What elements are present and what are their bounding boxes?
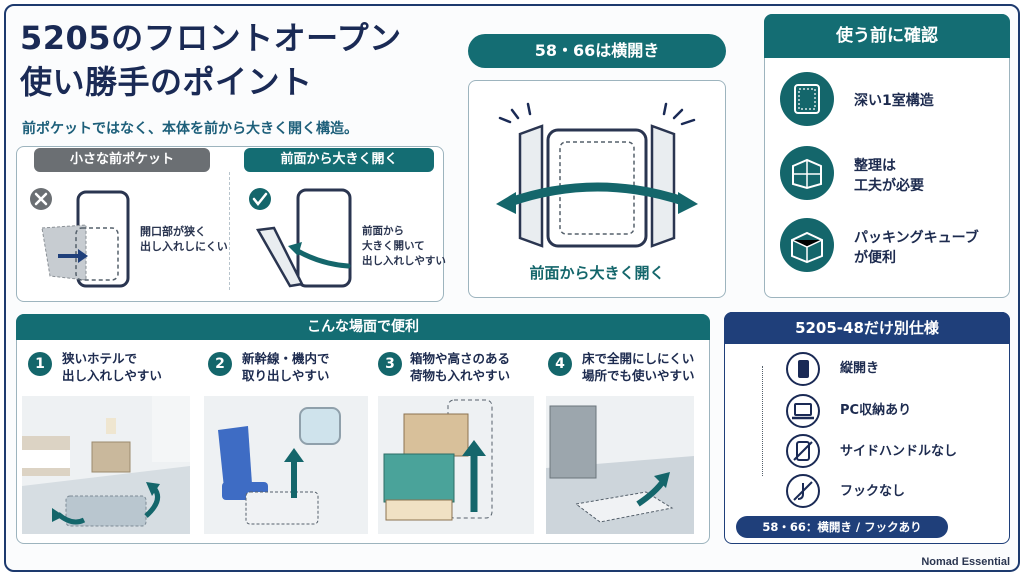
single-compartment-glyph: [794, 84, 820, 114]
variant-item-2-text: PC収納あり: [840, 403, 912, 418]
front-open-note-line-2: 大きく開いて: [362, 240, 425, 252]
variant-connector: [762, 366, 763, 476]
scene-2-text: 新幹線・機内で 取り出しやすい: [242, 350, 330, 384]
small-pocket-illustration: [30, 188, 130, 288]
title-line-2: 使い勝手のポイント: [20, 63, 313, 101]
scenes-label: こんな場面で便利: [16, 314, 710, 340]
variant-item-1-text: 縦開き: [840, 361, 880, 376]
scene-4-text: 床で全開にしにくい 場所でも使いやすい: [582, 350, 695, 384]
scene-4-line-2: 場所でも使いやすい: [582, 368, 695, 383]
scene-3-line-1: 箱物や高さのある: [410, 351, 511, 366]
comparison-divider: [229, 172, 230, 290]
front-open-illustration: [249, 188, 352, 288]
no-handle-glyph: [793, 441, 813, 461]
small-pocket-label: 小さな前ポケット: [34, 148, 210, 172]
variant-note: 58・66：横開き / フックあり: [736, 516, 948, 538]
front-open-note: 前面から 大きく開いて 出し入れしやすい: [362, 224, 446, 269]
scene-3-text: 箱物や高さのある 荷物も入れやすい: [410, 350, 510, 384]
scene-1-hotel-illustration: [22, 396, 190, 534]
scene-3-number: 3: [378, 352, 402, 376]
scene-4-floor-illustration: [546, 396, 694, 534]
title-line-1: 5205のフロントオープン: [20, 19, 402, 57]
check-item-2-line-2: 工夫が必要: [854, 178, 924, 194]
check-item-2-line-1: 整理は: [854, 158, 896, 174]
scene-4-number: 4: [548, 352, 572, 376]
scene-2-train-illustration: [204, 396, 368, 534]
laptop-glyph: [792, 403, 814, 420]
small-pocket-note: 開口部が狭く 出し入れしにくい: [140, 224, 228, 254]
packing-cube-glyph: [791, 231, 823, 264]
scene-2-line-1: 新幹線・機内で: [242, 351, 330, 366]
front-open-label: 前面から大きく開く: [244, 148, 434, 172]
page-subtitle: 前ポケットではなく、本体を前から大きく開く構造。: [22, 121, 358, 137]
variant-panel: [724, 312, 1010, 544]
scene-3-boxes-illustration: [378, 396, 534, 534]
side-open-label: 58・66は横開き: [468, 34, 726, 68]
scene-2-line-2: 取り出しやすい: [242, 368, 330, 383]
scene-2-number: 2: [208, 352, 232, 376]
no-hook-glyph: [793, 481, 813, 501]
vertical-open-glyph: [798, 360, 809, 378]
front-open-note-line-1: 前面から: [362, 225, 404, 237]
no-handle-icon: [786, 434, 820, 468]
scene-4-line-1: 床で全開にしにくい: [582, 351, 695, 366]
variant-label: 5205-48だけ別仕様: [724, 312, 1010, 344]
check-item-3-line-1: パッキングキューブ: [854, 230, 979, 246]
check-item-3-line-2: が便利: [854, 250, 896, 266]
small-pocket-note-line-1: 開口部が狭く: [140, 225, 206, 238]
scene-1-number: 1: [28, 352, 52, 376]
check-icon: [249, 188, 271, 210]
side-open-caption: 前面から大きく開く: [529, 264, 665, 282]
side-open-illustration: [496, 102, 698, 248]
check-label: 使う前に確認: [764, 14, 1010, 58]
scene-1-line-1: 狭いホテルで: [62, 351, 138, 366]
front-open-note-line-3: 出し入れしやすい: [362, 255, 446, 267]
single-compartment-icon: [780, 72, 834, 126]
organize-glyph: [792, 158, 822, 190]
variant-item-3-text: サイドハンドルなし: [840, 444, 958, 459]
brand-label: Nomad Essential: [921, 556, 1010, 568]
scene-1-line-2: 出し入れしやすい: [62, 368, 162, 383]
laptop-icon: [786, 394, 820, 428]
scene-3-line-2: 荷物も入れやすい: [410, 368, 511, 383]
page-title: 5205のフロントオープン 使い勝手のポイント: [20, 16, 402, 104]
check-item-3-text: パッキングキューブ が便利: [854, 228, 979, 268]
scene-1-text: 狭いホテルで 出し入れしやすい: [62, 350, 162, 384]
variant-item-4-text: フックなし: [840, 484, 906, 499]
check-item-2-text: 整理は 工夫が必要: [854, 156, 924, 196]
small-pocket-note-line-2: 出し入れしにくい: [140, 240, 228, 253]
check-item-1-text: 深い1室構造: [854, 93, 934, 109]
